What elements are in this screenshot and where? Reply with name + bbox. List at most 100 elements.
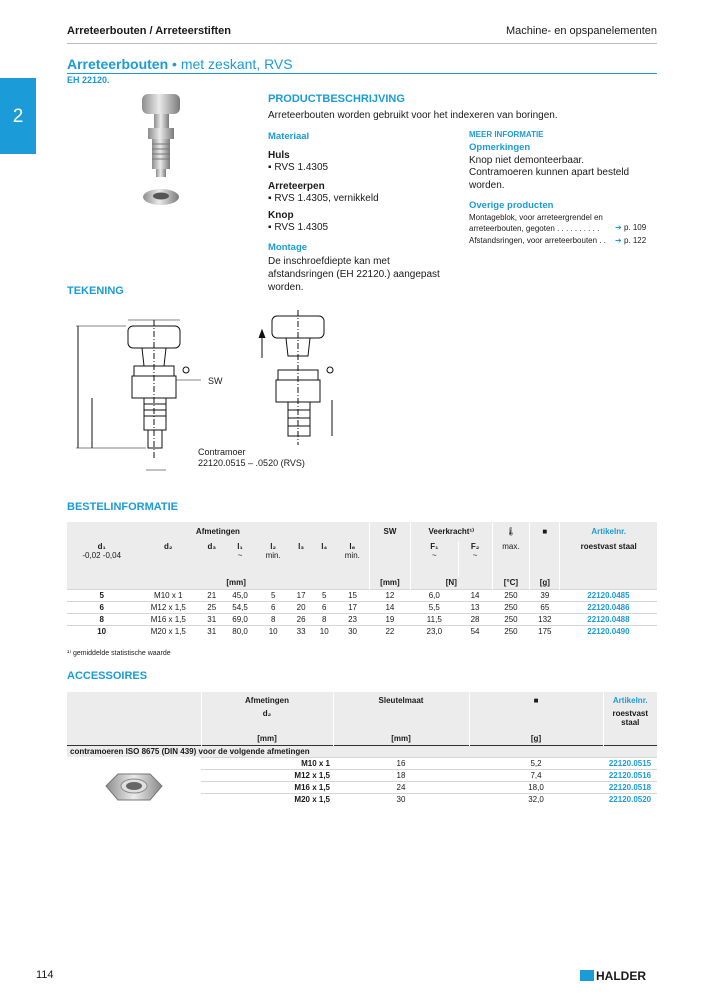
remarks-text-2: Contramoeren kunnen apart besteld worden… xyxy=(469,167,630,191)
col-group-artikelnr: Artikelnr. xyxy=(559,522,657,541)
table-cell: M10 x 1 xyxy=(201,756,333,769)
logo-mark-icon xyxy=(580,970,594,981)
drawing-heading: TEKENING xyxy=(67,285,124,297)
table-cell: 6 xyxy=(312,600,336,613)
order-col-sub: max. xyxy=(502,542,520,551)
order-col-6: l₄ xyxy=(312,541,336,577)
order-col-label: d₁ xyxy=(97,542,106,551)
page-number: 114 xyxy=(36,969,54,981)
table-cell: 14 xyxy=(458,588,493,601)
article-number[interactable]: 22120.0485 xyxy=(559,588,657,601)
table-cell: M12 x 1,5 xyxy=(201,768,333,781)
article-number[interactable]: 22120.0518 xyxy=(603,780,657,793)
link-afstandsringen[interactable]: Afstandsringen, voor arreteerbouten . . xyxy=(469,236,606,245)
acc-col-roestvast: roestvast staal xyxy=(602,708,657,732)
article-number[interactable]: 22120.0515 xyxy=(603,756,657,769)
unit-n: [N] xyxy=(410,577,493,589)
brand-name: HALDER xyxy=(596,969,646,983)
product-code: EH 22120. xyxy=(67,75,110,85)
table-cell: 23 xyxy=(335,612,370,625)
article-number[interactable]: 22120.0520 xyxy=(603,792,657,805)
footnote: ¹⁾ gemiddelde statistische waarde xyxy=(67,650,171,657)
order-col-2: d₃ xyxy=(200,541,224,577)
order-col-sub: min. xyxy=(344,551,360,560)
drawing-sw-label: SW xyxy=(208,376,223,386)
order-col-sub: ~ xyxy=(472,551,478,560)
accessories-table: Afmetingen Sleutelmaat ■ Artikelnr. d₂ r… xyxy=(67,692,657,805)
arreteerpen-value: ▪ RVS 1.4305, vernikkeld xyxy=(268,193,379,204)
knop-label: Knop xyxy=(268,210,294,221)
table-cell: 6,0 xyxy=(410,588,459,601)
table-cell: M16 x 1,5 xyxy=(201,780,333,793)
article-number[interactable]: 22120.0486 xyxy=(559,600,657,613)
order-col-12 xyxy=(529,541,560,577)
order-info-heading: BESTELINFORMATIE xyxy=(67,501,179,513)
table-cell: 69,0 xyxy=(223,612,257,625)
product-title: Arreteerbouten • met zeskant, RVS xyxy=(67,56,293,72)
table-cell: M20 x 1,5 xyxy=(136,624,201,637)
article-number[interactable]: 22120.0516 xyxy=(603,768,657,781)
order-table: Afmetingen SW Veerkracht¹⁾ 🌡 ■ Artikelnr… xyxy=(67,522,657,637)
table-cell: 54,5 xyxy=(223,600,257,613)
table-cell: 31 xyxy=(200,624,224,637)
table-cell: M20 x 1,5 xyxy=(201,792,333,805)
article-number[interactable]: 22120.0488 xyxy=(559,612,657,625)
order-col-label: l₃ xyxy=(298,542,305,551)
table-cell: 12 xyxy=(369,588,411,601)
table-cell: 132 xyxy=(529,612,560,625)
table-cell: 45,0 xyxy=(223,588,257,601)
order-col-5: l₃ xyxy=(289,541,313,577)
table-cell: 11,5 xyxy=(410,612,459,625)
other-products-heading: Overige producten xyxy=(469,200,554,211)
unit-c: [°C] xyxy=(491,577,530,589)
order-col-sub: min. xyxy=(265,551,281,560)
table-cell: 6 xyxy=(256,600,290,613)
table-cell: 5 xyxy=(67,588,137,601)
header-divider xyxy=(67,43,657,44)
table-cell: 250 xyxy=(492,624,530,637)
remarks-heading: Opmerkingen xyxy=(469,142,531,153)
order-col-label: l₆ xyxy=(349,542,356,551)
page-ref: p. 122 xyxy=(623,236,647,245)
order-col-label: F₁ xyxy=(430,542,439,551)
link-montageblok-page[interactable]: ➔ p. 109 xyxy=(615,223,646,232)
table-cell: 54 xyxy=(458,624,493,637)
order-col-label: l₁ xyxy=(237,542,243,551)
acc-col-sleutelmaat: Sleutelmaat xyxy=(332,692,469,708)
link-montageblok[interactable]: Montageblok, voor arreteergrendel en arr… xyxy=(469,213,603,233)
title-divider xyxy=(67,73,657,74)
acc-unit-mm: [mm] xyxy=(200,732,333,745)
order-col-label: d₃ xyxy=(207,542,217,551)
table-cell: 5,5 xyxy=(410,600,459,613)
image-cell xyxy=(67,757,201,769)
acc-unit-g: [g] xyxy=(468,732,603,745)
table-cell: 20 xyxy=(289,600,313,613)
link-afstandsringen-page[interactable]: ➔ p. 122 xyxy=(615,236,646,245)
order-col-13: roestvast staal xyxy=(559,541,657,577)
order-col-9: F₁~ xyxy=(410,541,459,577)
table-cell: M16 x 1,5 xyxy=(136,612,201,625)
article-number[interactable]: 22120.0490 xyxy=(559,624,657,637)
table-cell: 28 xyxy=(458,612,493,625)
table-cell: 33 xyxy=(289,624,313,637)
table-cell: 14 xyxy=(369,600,411,613)
table-cell: 65 xyxy=(529,600,560,613)
arrow-right-icon: ➔ xyxy=(615,223,622,232)
table-cell: 8 xyxy=(312,612,336,625)
remarks-text-1: Knop niet demonteerbaar. xyxy=(469,155,585,166)
table-cell: 7,4 xyxy=(469,768,603,781)
product-title-bold: Arreteerbouten xyxy=(67,56,169,72)
table-cell: 13 xyxy=(458,600,493,613)
description-text: Arreteerbouten worden gebruikt voor het … xyxy=(268,110,558,121)
acc-group-label: contramoeren ISO 8675 (DIN 439) voor de … xyxy=(67,745,657,757)
huls-label: Huls xyxy=(268,150,290,161)
table-cell: 17 xyxy=(335,600,370,613)
montage-text: De inschroefdiepte kan met afstandsringe… xyxy=(268,256,440,293)
table-cell: 8 xyxy=(67,612,137,625)
chapter-tab: 2 xyxy=(0,78,36,154)
order-col-sub: -0,02 -0,04 xyxy=(82,551,122,560)
table-cell: 10 xyxy=(256,624,290,637)
weight-icon: ■ xyxy=(468,692,603,708)
